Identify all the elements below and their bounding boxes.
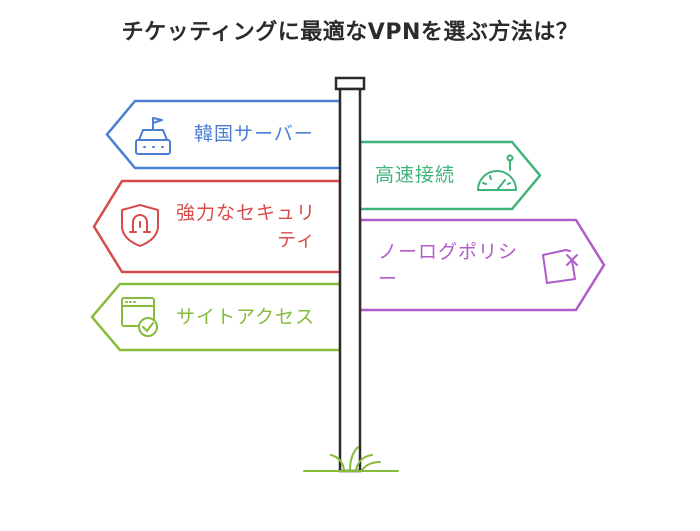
sign-label-no-log-policy: ノーログポリシ ー (378, 241, 519, 290)
post (338, 87, 362, 473)
sign-label-site-access: サイトアクセス (176, 306, 316, 328)
sign-korea-server (105, 99, 342, 170)
sign-label-korea-server: 韓国サーバー (194, 123, 314, 145)
sign-label-fast-connection: 高速接続 (375, 164, 456, 186)
no-log-icon (542, 249, 578, 284)
speedometer-icon (477, 154, 517, 191)
page-title: チケッティングに最適なVPNを選ぶ方法は？ (121, 20, 579, 45)
grass-icon (303, 446, 399, 472)
post-cap (334, 76, 366, 91)
sign-label-strong-security: 強力なセキュリ ティ (176, 202, 317, 251)
site-access-icon (121, 297, 158, 337)
shield-lock-icon (121, 204, 159, 247)
sign-strong-security (92, 179, 342, 274)
router-icon (135, 117, 171, 155)
